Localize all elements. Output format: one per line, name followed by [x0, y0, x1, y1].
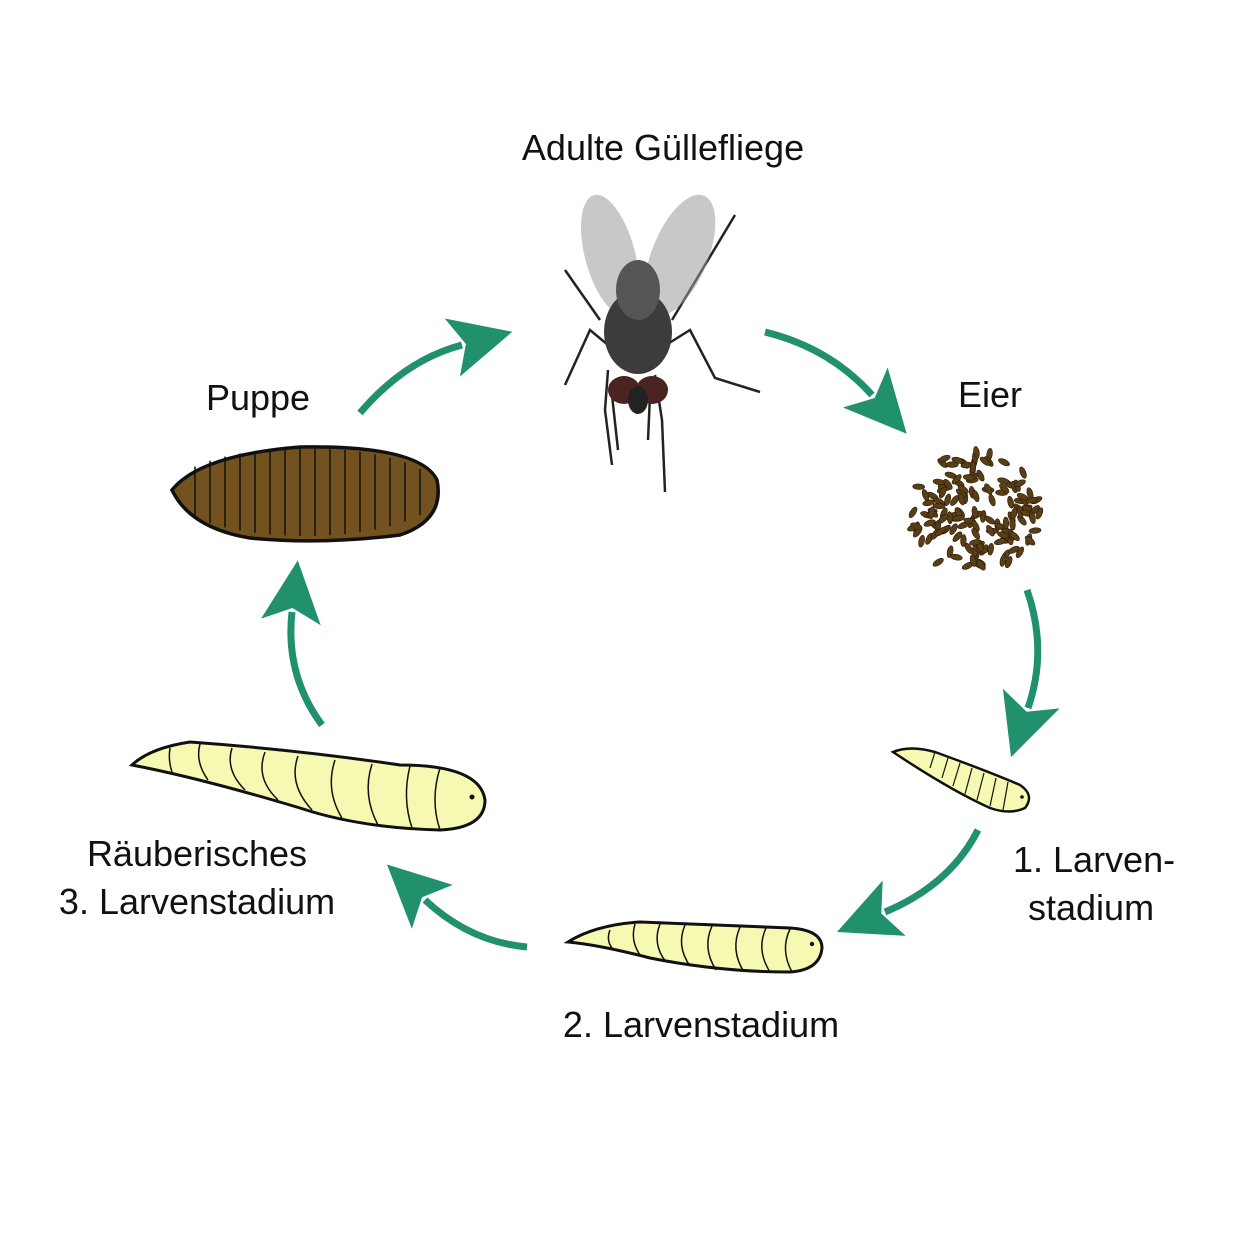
egg [1009, 517, 1016, 531]
egg [943, 479, 953, 490]
egg [962, 474, 976, 481]
egg [957, 484, 969, 494]
larva2-drawing [563, 920, 824, 974]
egg [999, 483, 1010, 494]
egg [969, 539, 982, 546]
egg [998, 458, 1010, 467]
arrow-larva2-to-larva3 [386, 864, 528, 951]
egg [971, 506, 979, 519]
arrow-pupa-to-adult [357, 318, 513, 416]
egg [971, 520, 980, 532]
pupa-drawing [169, 445, 440, 543]
egg [1007, 545, 1020, 554]
egg [986, 525, 995, 537]
egg [997, 531, 1010, 539]
egg [951, 474, 962, 485]
egg [969, 554, 977, 567]
egg [994, 538, 1007, 545]
egg [951, 456, 964, 464]
egg [945, 461, 959, 468]
egg [952, 531, 963, 542]
label-larva3-line1: Räuberisches [87, 833, 307, 874]
egg [918, 535, 925, 548]
label-eggs: Eier [958, 374, 1022, 415]
egg [1029, 511, 1036, 524]
larva1-drawing [890, 747, 1031, 813]
egg [957, 493, 965, 506]
egg [1002, 516, 1010, 530]
egg [949, 523, 958, 535]
egg [928, 506, 935, 520]
egg [938, 454, 951, 463]
egg [935, 527, 946, 537]
egg [1035, 507, 1044, 520]
egg [944, 493, 952, 506]
egg [923, 519, 936, 527]
egg [987, 542, 994, 556]
label-pupa: Puppe [206, 377, 310, 418]
egg [1014, 479, 1026, 488]
arrow-larva3-to-pupa [261, 560, 325, 728]
egg [971, 528, 980, 540]
egg [999, 554, 1007, 567]
egg [937, 514, 949, 524]
egg [932, 502, 946, 510]
egg [1019, 466, 1027, 479]
egg [950, 495, 960, 506]
egg [1024, 535, 1036, 546]
egg [973, 446, 980, 459]
egg [969, 460, 977, 474]
egg [1009, 531, 1020, 541]
fly-body [581, 194, 716, 414]
egg [950, 553, 963, 561]
arrow-eggs-to-larva1 [1002, 588, 1060, 758]
label-larva1-line2: stadium [1028, 887, 1154, 928]
egg [932, 557, 944, 567]
arrow-larva1-to-larva2 [836, 828, 982, 936]
egg [922, 499, 935, 507]
arrow-adult-to-eggs [764, 328, 907, 434]
egg [988, 494, 996, 507]
egg [960, 534, 967, 547]
egg [1007, 496, 1014, 509]
egg [984, 515, 996, 525]
egg [997, 477, 1010, 485]
egg-cluster [907, 446, 1044, 571]
egg [910, 522, 923, 530]
label-larva1-line1: 1. Larven- [1013, 839, 1175, 880]
egg [972, 489, 980, 503]
egg [1005, 556, 1013, 569]
egg [908, 506, 918, 519]
egg [938, 486, 947, 499]
egg [1028, 527, 1042, 534]
label-adult-fly: Adulte Güllefliege [522, 127, 804, 168]
egg [976, 559, 986, 571]
egg [979, 456, 991, 466]
egg [1025, 496, 1039, 504]
larva3-drawing [128, 740, 487, 832]
egg [976, 469, 985, 482]
egg [912, 483, 925, 490]
label-larva3-line2: 3. Larvenstadium [59, 881, 335, 922]
label-larva2: 2. Larvenstadium [563, 1004, 839, 1045]
